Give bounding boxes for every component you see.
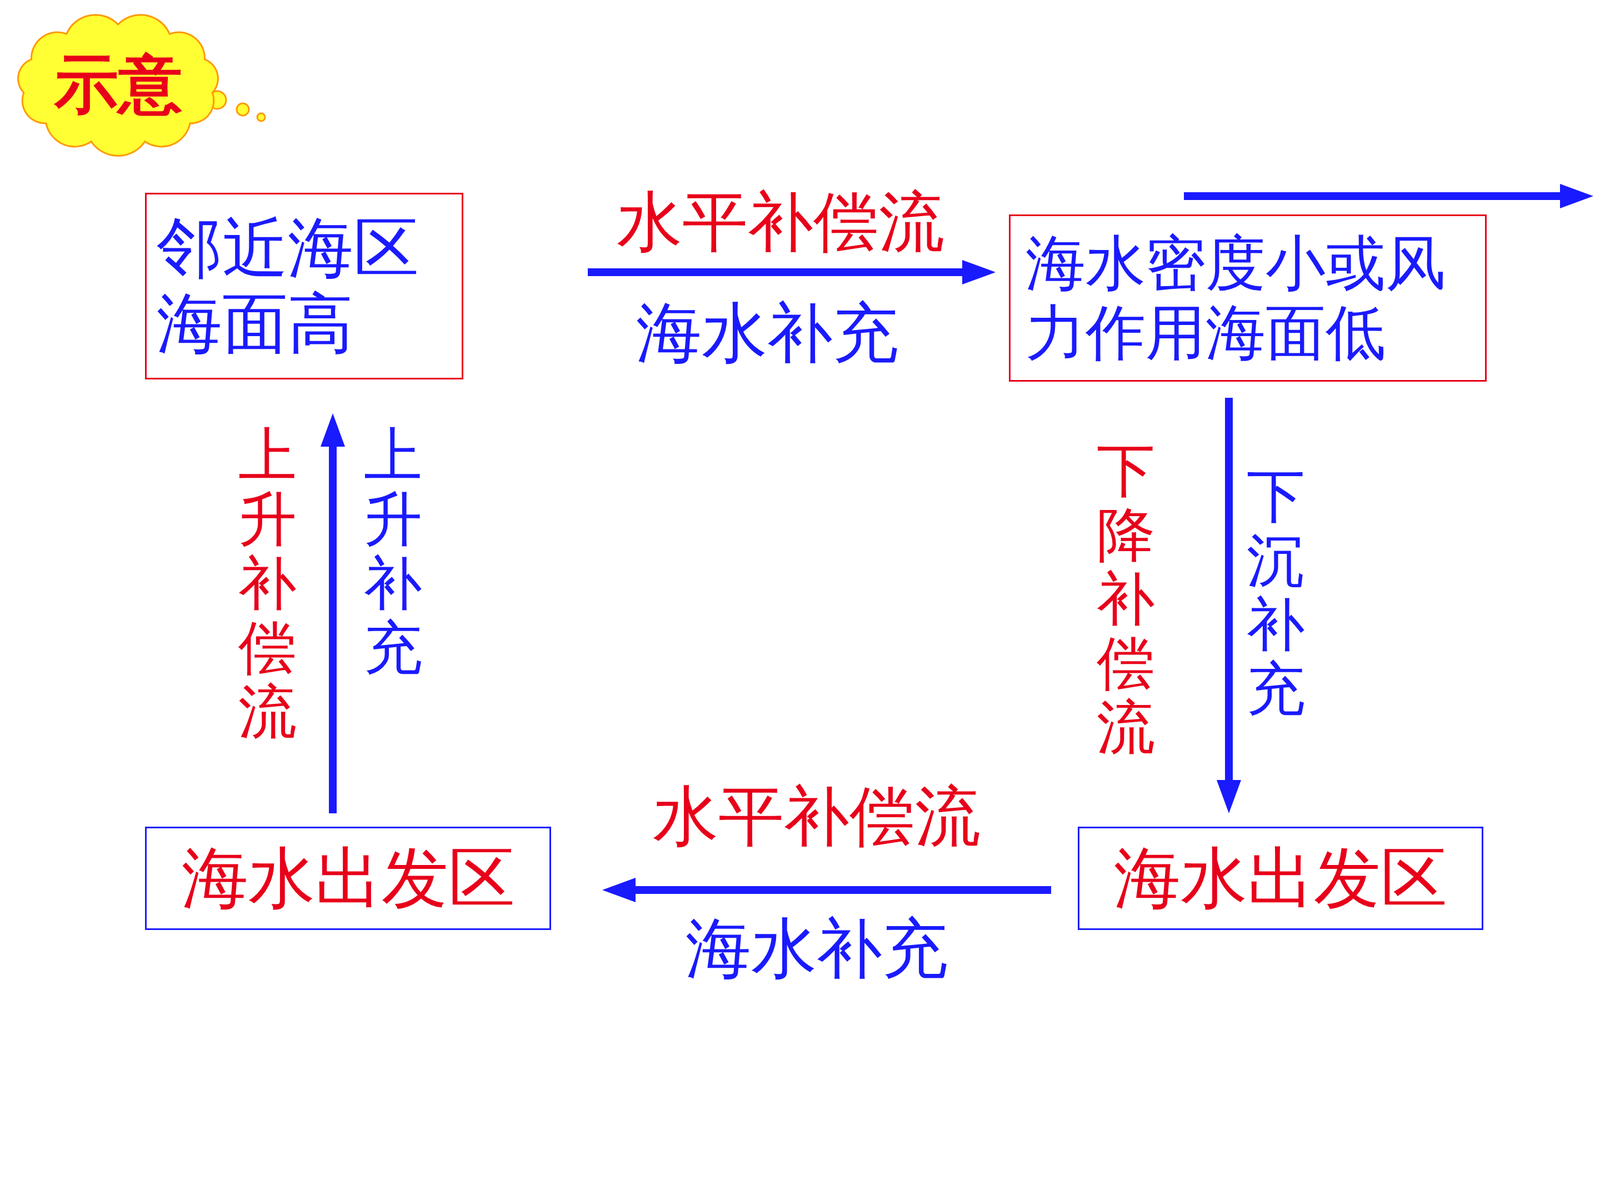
box-text: 海水出发区 [181, 840, 515, 917]
flow-arrow [624, 886, 1052, 894]
flow-arrow [1225, 397, 1233, 792]
supply-label: 上升补充 [363, 423, 423, 680]
flow-arrow [328, 435, 337, 814]
thought-bubble [236, 103, 249, 116]
process-box: 海水出发区 [1077, 826, 1484, 930]
supply-label: 海水补充 [685, 912, 948, 985]
supply-label: 海水补充 [636, 297, 899, 370]
flow-label: 下降补偿流 [1096, 438, 1155, 760]
process-box: 海水密度小或风 力作用海面低 [1008, 214, 1487, 382]
box-text: 邻近海区 海面高 [156, 210, 452, 362]
supply-label: 下沉补充 [1246, 464, 1305, 722]
flow-arrow [587, 268, 974, 277]
title-text: 示意 [54, 47, 183, 121]
thought-bubble [257, 113, 265, 122]
flow-label: 上升补偿流 [238, 423, 297, 745]
outflow-arrow-head [1560, 183, 1594, 209]
cloud-outline [18, 15, 219, 157]
process-box: 海水出发区 [145, 826, 552, 930]
process-box: 邻近海区 海面高 [145, 192, 464, 380]
flow-label: 水平补偿流 [616, 186, 945, 259]
flow-label: 水平补偿流 [652, 780, 981, 853]
box-text: 海水出发区 [1113, 840, 1448, 917]
outflow-arrow-line [1183, 192, 1564, 200]
box-text: 海水密度小或风 力作用海面低 [1025, 228, 1470, 367]
title-cloud: 示意 [8, 10, 228, 159]
